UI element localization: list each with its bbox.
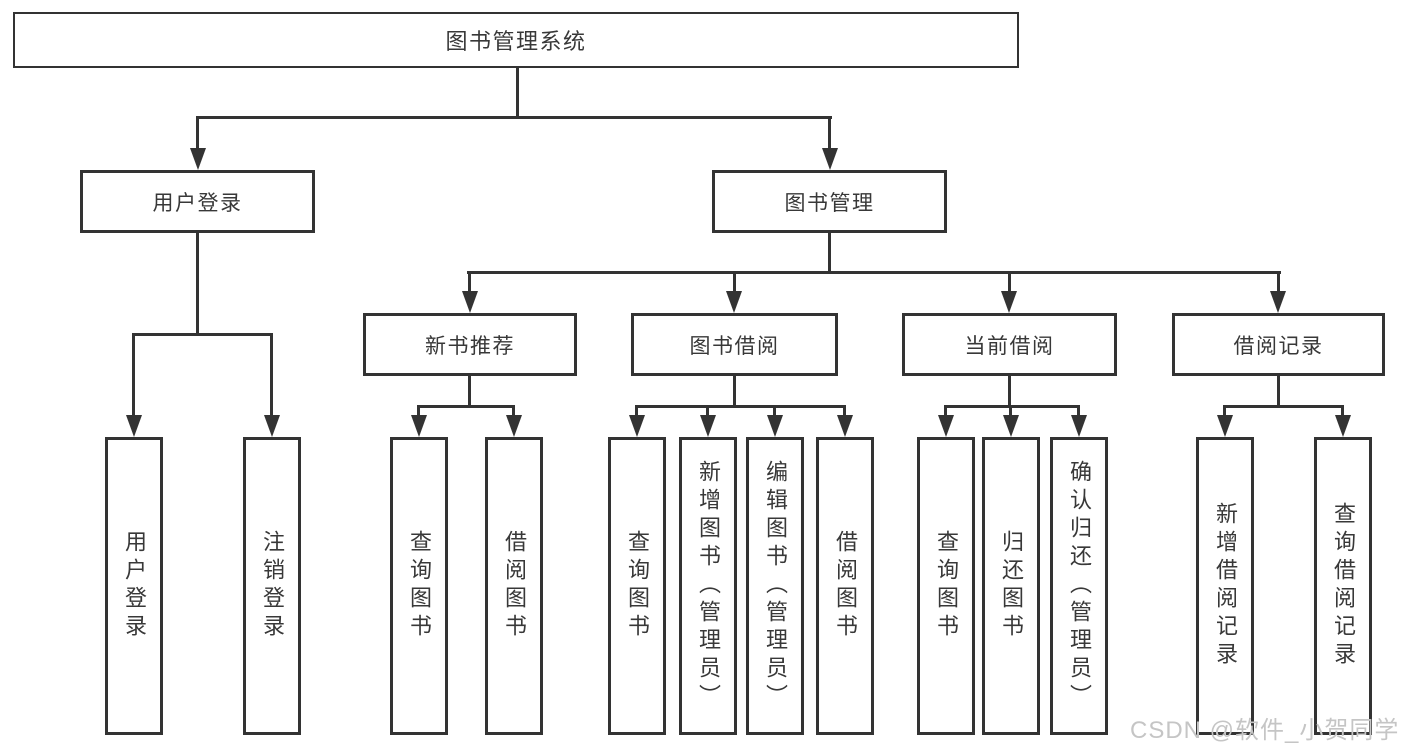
connector-line — [1009, 405, 1012, 418]
leaf-query-borrow-record: 查询借阅记录 — [1314, 437, 1372, 735]
connector-line — [1008, 376, 1011, 408]
node-new-book-recommendation: 新书推荐 — [363, 313, 577, 376]
connector-line — [1077, 405, 1080, 418]
connector-line — [270, 333, 273, 415]
connector-line — [468, 271, 471, 295]
arrow-down-icon — [726, 291, 742, 313]
leaf-logout-login: 注销登录 — [243, 437, 301, 735]
connector-line — [512, 405, 515, 418]
connector-line — [196, 233, 199, 336]
leaf-label: 新增图书（管理员） — [696, 460, 721, 712]
arrow-down-icon — [837, 415, 853, 437]
arrow-down-icon — [1003, 415, 1019, 437]
connector-line — [417, 405, 515, 408]
leaf-add-books-admin: 新增图书（管理员） — [679, 437, 737, 735]
connector-line — [773, 405, 776, 418]
leaf-borrow-books: 借阅图书 — [485, 437, 543, 735]
connector-line — [467, 271, 1281, 274]
connector-line — [417, 405, 420, 418]
arrow-down-icon — [1001, 291, 1017, 313]
leaf-edit-books-admin: 编辑图书（管理员） — [746, 437, 804, 735]
leaf-label: 归还图书 — [999, 530, 1024, 642]
node-book-borrowing: 图书借阅 — [631, 313, 838, 376]
arrow-down-icon — [629, 415, 645, 437]
arrow-down-icon — [1270, 291, 1286, 313]
arrow-down-icon — [1335, 415, 1351, 437]
node-label: 借阅记录 — [1233, 334, 1324, 358]
node-current-borrowing: 当前借阅 — [902, 313, 1117, 376]
leaf-label: 查询图书 — [625, 530, 650, 642]
leaf-label: 编辑图书（管理员） — [763, 460, 788, 712]
arrow-down-icon — [506, 415, 522, 437]
arrow-down-icon — [190, 148, 206, 170]
arrow-down-icon — [126, 415, 142, 437]
connector-line — [516, 68, 519, 119]
node-label: 当前借阅 — [964, 334, 1055, 358]
node-label: 图书管理系统 — [445, 29, 587, 54]
arrow-down-icon — [938, 415, 954, 437]
connector-line — [1223, 405, 1226, 418]
leaf-label: 用户登录 — [122, 530, 147, 642]
connector-line — [132, 333, 135, 415]
connector-line — [132, 333, 273, 336]
leaf-label: 查询借阅记录 — [1331, 502, 1356, 670]
node-borrowing-records: 借阅记录 — [1172, 313, 1385, 376]
connector-line — [706, 405, 709, 418]
connector-line — [635, 405, 638, 418]
arrow-down-icon — [411, 415, 427, 437]
arrow-down-icon — [700, 415, 716, 437]
connector-line — [733, 271, 736, 295]
leaf-query-books: 查询图书 — [390, 437, 448, 735]
leaf-label: 借阅图书 — [502, 530, 527, 642]
leaf-return-books: 归还图书 — [982, 437, 1040, 735]
connector-line — [944, 405, 1080, 408]
node-library-system: 图书管理系统 — [13, 12, 1019, 68]
leaf-label: 注销登录 — [260, 530, 285, 642]
connector-line — [196, 116, 832, 119]
leaf-label: 确认归还（管理员） — [1067, 460, 1092, 712]
leaf-add-borrow-record: 新增借阅记录 — [1196, 437, 1254, 735]
connector-line — [828, 233, 831, 273]
leaf-user-login: 用户登录 — [105, 437, 163, 735]
node-book-management: 图书管理 — [712, 170, 947, 233]
connector-line — [944, 405, 947, 418]
connector-line — [733, 376, 736, 408]
leaf-query-books: 查询图书 — [917, 437, 975, 735]
arrow-down-icon — [822, 148, 838, 170]
leaf-query-books: 查询图书 — [608, 437, 666, 735]
leaf-label: 查询图书 — [407, 530, 432, 642]
connector-line — [1341, 405, 1344, 418]
connector-line — [1223, 405, 1344, 408]
leaf-label: 新增借阅记录 — [1213, 502, 1238, 670]
node-label: 新书推荐 — [425, 334, 515, 358]
connector-line — [828, 116, 831, 152]
node-label: 图书借阅 — [689, 334, 780, 358]
connector-line — [843, 405, 846, 418]
leaf-borrow-books: 借阅图书 — [816, 437, 874, 735]
leaf-confirm-return-admin: 确认归还（管理员） — [1050, 437, 1108, 735]
connector-line — [468, 376, 471, 408]
leaf-label: 借阅图书 — [833, 530, 858, 642]
arrow-down-icon — [1217, 415, 1233, 437]
leaf-label: 查询图书 — [934, 530, 959, 642]
arrow-down-icon — [264, 415, 280, 437]
node-user-login: 用户登录 — [80, 170, 315, 233]
connector-line — [1277, 376, 1280, 408]
arrow-down-icon — [767, 415, 783, 437]
connector-line — [635, 405, 846, 408]
watermark-text: CSDN @软件_小贺同学 — [1130, 717, 1400, 744]
connector-line — [196, 116, 199, 152]
connector-line — [1008, 271, 1011, 295]
arrow-down-icon — [1071, 415, 1087, 437]
node-label: 用户登录 — [152, 191, 243, 215]
arrow-down-icon — [462, 291, 478, 313]
node-label: 图书管理 — [784, 191, 875, 215]
connector-line — [1277, 271, 1280, 295]
